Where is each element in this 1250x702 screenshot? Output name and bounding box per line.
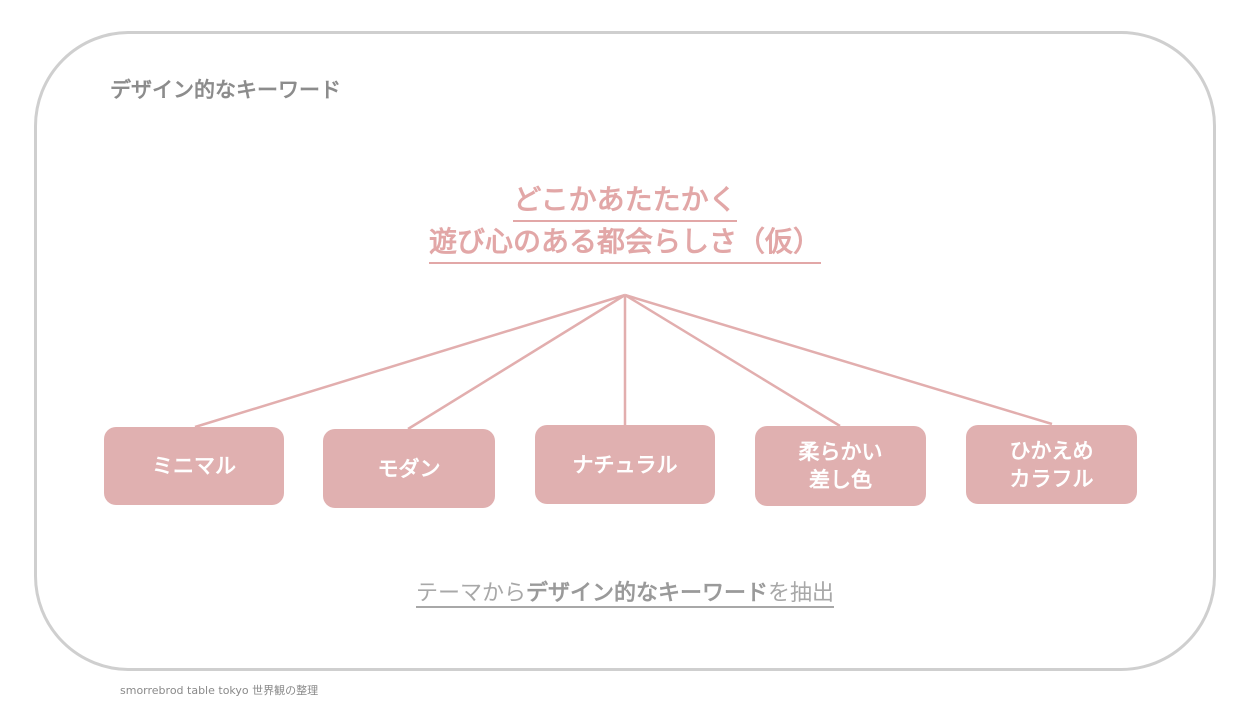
keyword-box: 柔らかい 差し色 — [755, 426, 926, 506]
slide-frame — [34, 31, 1216, 671]
caption: テーマからデザイン的なキーワードを抽出 — [0, 575, 1250, 608]
theme-line-1: どこかあたたかく — [513, 180, 737, 222]
keyword-box: ナチュラル — [535, 425, 715, 504]
keyword-box: ひかえめ カラフル — [966, 425, 1137, 504]
connector-line — [407, 293, 626, 431]
keyword-box: モダン — [323, 429, 495, 508]
section-heading: デザイン的なキーワード — [110, 78, 341, 102]
footer: smorrebrod table tokyo 世界観の整理 — [120, 684, 319, 697]
theme-title: どこかあたたかく 遊び心のある都会らしさ（仮） — [0, 180, 1250, 264]
keyword-box: ミニマル — [104, 427, 284, 505]
caption-post: を抽出 — [768, 581, 835, 606]
theme-line-2: 遊び心のある都会らしさ（仮） — [428, 222, 821, 264]
connector-line — [624, 293, 841, 428]
caption-pre: テーマから — [415, 581, 526, 606]
caption-bold: デザイン的なキーワード — [525, 581, 768, 606]
connector-line — [194, 293, 626, 429]
connector-line — [624, 293, 1053, 426]
